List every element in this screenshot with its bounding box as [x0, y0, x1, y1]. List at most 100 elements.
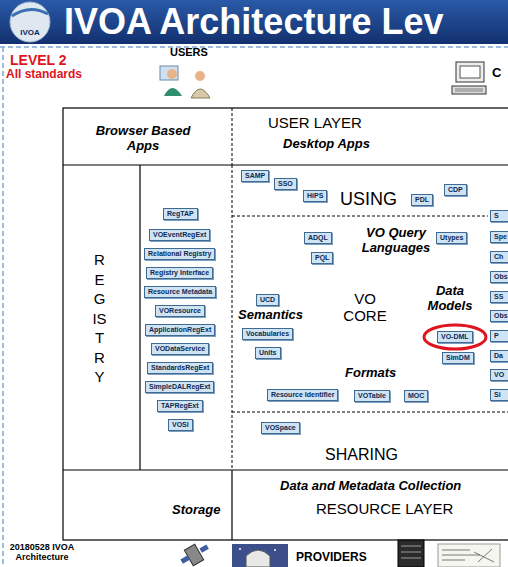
- diagram-label: USERS: [170, 46, 208, 59]
- standard-name: Resource Metadata: [148, 288, 212, 295]
- standard-name: HiPS: [307, 192, 323, 199]
- standard-box: PQL: [311, 252, 333, 264]
- standard-name: Da: [494, 352, 503, 359]
- standard-box: TAPRegExt: [157, 400, 203, 412]
- diagram-label: Semantics: [238, 308, 303, 323]
- standard-box: SSO: [274, 178, 297, 190]
- standard-box: RegTAP: [163, 208, 198, 220]
- diagram-label: RESOURCE LAYER: [316, 500, 453, 517]
- standard-name: Resource Identifier: [271, 391, 334, 398]
- standard-box: CDP: [444, 184, 467, 196]
- standard-name: VOEventRegExt: [153, 231, 206, 238]
- standard-name: StandardsRegExt: [151, 364, 209, 371]
- standard-name: SAMP: [245, 172, 265, 179]
- observatory-icon: [232, 544, 288, 567]
- standard-box: Registry Interface: [146, 267, 213, 279]
- standard-box: Resource Metadata: [144, 286, 216, 298]
- panel-border: [0, 46, 508, 48]
- standard-name: PDL: [415, 196, 429, 203]
- standard-name: Ch: [494, 253, 503, 260]
- standard-box: UCD: [256, 294, 279, 306]
- standard-box: Resource Identifier: [267, 389, 338, 401]
- standard-name: VOResource: [159, 307, 201, 314]
- diagram-label: VO Query Languages: [356, 226, 436, 256]
- header-bar: [0, 0, 508, 44]
- diagram-label: Browser Based Apps: [88, 124, 198, 154]
- standard-name: VOSpace: [265, 424, 296, 431]
- diagram-label: USING: [340, 189, 397, 210]
- standard-box: VOTable: [354, 390, 390, 402]
- diagram-label: Data Models: [420, 284, 480, 314]
- diagram-label: LEVEL 2: [10, 52, 67, 68]
- standard-box: MOC: [404, 390, 428, 402]
- page-title: IVOA Architecture Lev: [64, 2, 443, 42]
- highlight-ellipse: [424, 325, 486, 349]
- standard-box: Utypes: [436, 232, 467, 244]
- standard-box: Obs: [490, 271, 508, 283]
- diagram-label: Storage: [172, 503, 220, 518]
- standard-box: SS: [490, 291, 508, 303]
- diagram-label: 20180528 IVOA Architecture: [4, 542, 80, 563]
- standard-box: Vocabularies: [242, 328, 293, 340]
- standard-box: Relational Registry: [144, 248, 215, 260]
- notes-icon: [438, 544, 500, 567]
- standard-name: VO-DML: [441, 333, 469, 340]
- standard-box: HiPS: [303, 190, 327, 202]
- logo-swoosh: [12, 9, 48, 16]
- server-icon: [398, 540, 424, 567]
- standard-name: Units: [259, 349, 277, 356]
- standard-name: SimDM: [446, 354, 470, 361]
- diagram-label: SHARING: [325, 446, 398, 464]
- diagram-label: VO CORE: [335, 290, 395, 325]
- standard-name: MOC: [408, 392, 424, 399]
- standard-box: S: [490, 210, 508, 222]
- standard-box: VOSI: [168, 419, 193, 431]
- standard-name: SimpleDALRegExt: [149, 383, 210, 390]
- standard-name: VODataService: [155, 345, 205, 352]
- standard-box: VOEventRegExt: [149, 229, 210, 241]
- standard-name: VOSI: [172, 421, 189, 428]
- panel-border: [2, 47, 4, 567]
- standard-name: SSO: [278, 180, 293, 187]
- standard-box: Si: [490, 389, 508, 401]
- standard-box: VO: [490, 369, 508, 381]
- standard-name: VOTable: [358, 392, 386, 399]
- standard-name: Registry Interface: [150, 269, 209, 276]
- standard-box: VODataService: [151, 343, 209, 355]
- diagram-label: IVOA: [12, 28, 48, 37]
- standard-name: Spe: [494, 233, 507, 240]
- diagram-label: REGISTRY: [92, 250, 107, 387]
- standard-box: SimDM: [442, 352, 474, 364]
- logo-disc: [10, 2, 50, 42]
- standard-box: Da: [490, 350, 508, 362]
- standard-name: ApplicationRegExt: [149, 326, 211, 333]
- standard-box: ADQL: [304, 232, 332, 244]
- standard-box: SAMP: [241, 170, 269, 182]
- diagram-label: All standards: [6, 68, 82, 82]
- standard-name: Vocabularies: [246, 330, 289, 337]
- standard-box: StandardsRegExt: [147, 362, 213, 374]
- standard-name: SS: [494, 293, 503, 300]
- standard-name: TAPRegExt: [161, 402, 199, 409]
- standard-box: ApplicationRegExt: [145, 324, 215, 336]
- diagram-label: Data and Metadata Collection: [280, 479, 461, 494]
- standard-name: RegTAP: [167, 210, 194, 217]
- diagram-label: C: [492, 66, 501, 81]
- standard-name: Obs: [494, 273, 508, 280]
- standard-name: S: [494, 212, 499, 219]
- standard-box: Obs: [490, 310, 508, 322]
- standard-box: PDL: [411, 194, 433, 206]
- standard-name: P: [494, 332, 499, 339]
- diagram-label: Desktop Apps: [283, 137, 370, 152]
- diagram-label: USER LAYER: [268, 114, 362, 131]
- main-frame: [63, 108, 508, 540]
- standard-box: P: [490, 330, 508, 342]
- diagram-label: Formats: [345, 366, 396, 381]
- standard-box: VO-DML: [437, 331, 473, 343]
- computer-icon: [452, 62, 486, 94]
- standard-box: Spe: [490, 231, 508, 243]
- standard-name: PQL: [315, 254, 329, 261]
- standard-name: UCD: [260, 296, 275, 303]
- standard-box: VOResource: [155, 305, 205, 317]
- standard-name: Obs: [494, 312, 508, 319]
